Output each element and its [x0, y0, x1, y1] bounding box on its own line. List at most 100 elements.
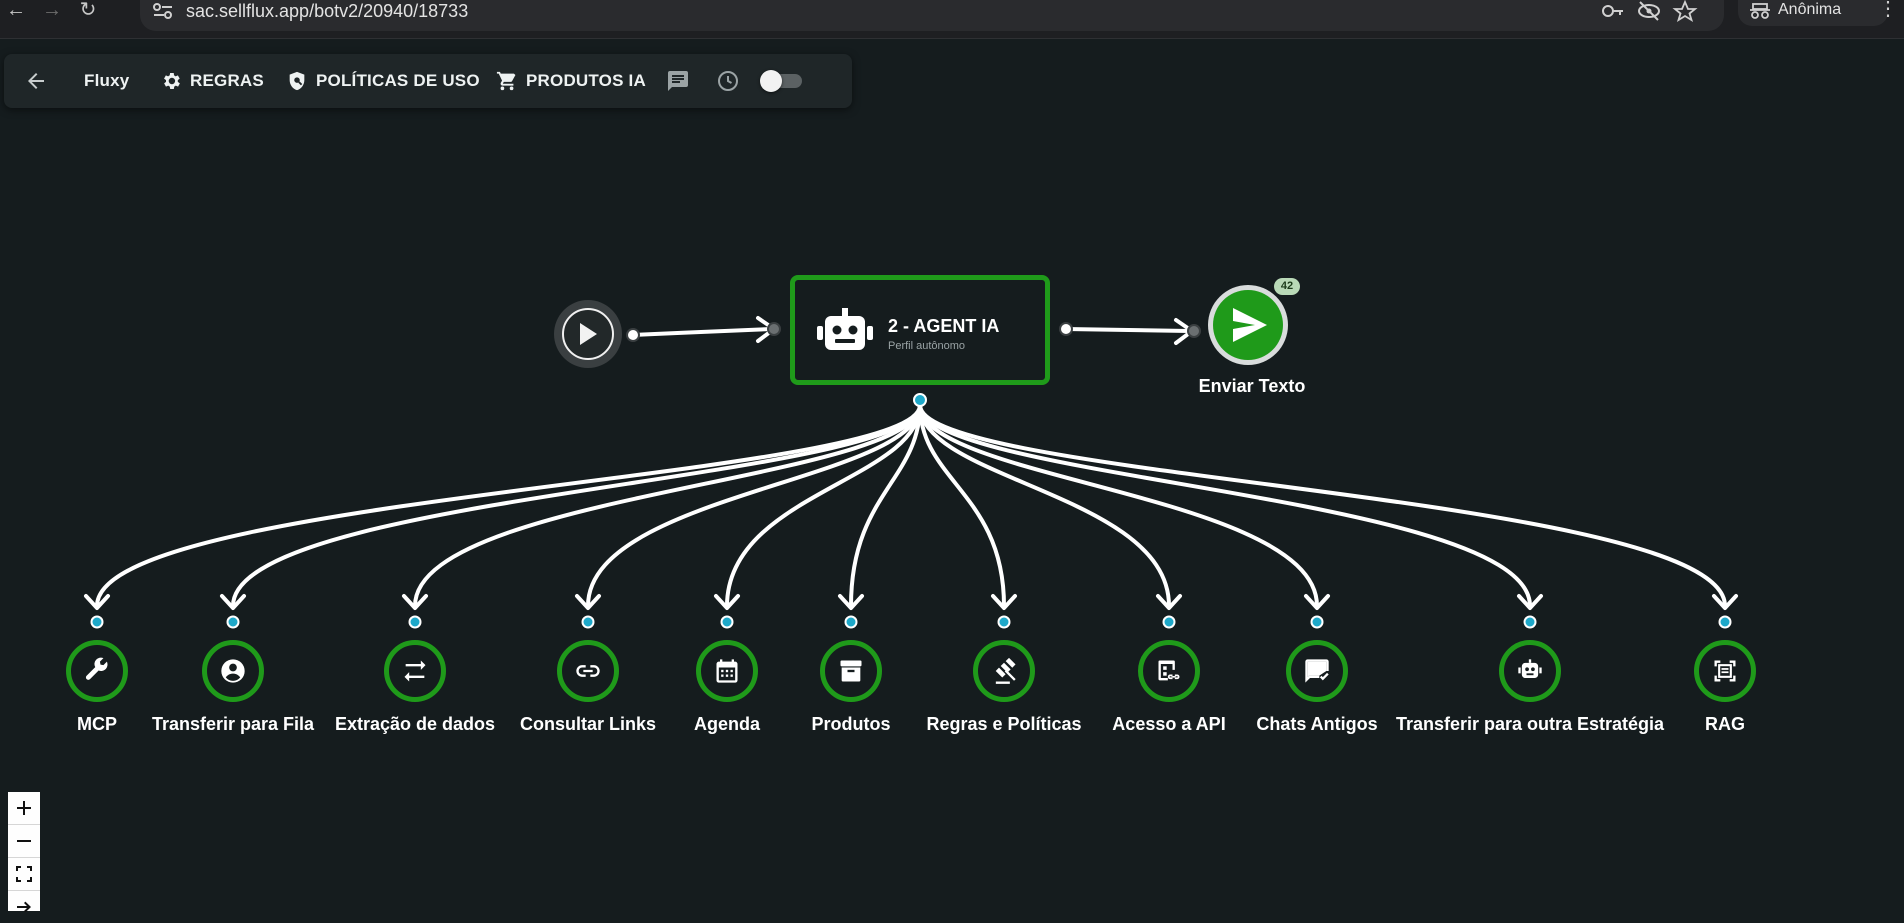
- eye-off-icon[interactable]: [1636, 0, 1662, 22]
- edge-start-agent: [632, 327, 773, 337]
- star-icon[interactable]: [1672, 0, 1698, 22]
- plus-icon: [17, 801, 31, 815]
- edge-agent-tool: [586, 404, 922, 607]
- robot-icon: [817, 308, 873, 350]
- address-bar[interactable]: sac.sellflux.app/botv2/20940/18733: [140, 0, 1724, 31]
- handle-tool-in: [1523, 615, 1537, 629]
- tool-node-6[interactable]: [820, 640, 882, 702]
- edge-arrowhead: [1712, 594, 1738, 610]
- gavel-icon: [995, 657, 1016, 684]
- tool-label: Chats Antigos: [1256, 714, 1378, 734]
- handle-tool-in: [1162, 615, 1176, 629]
- send-text-node[interactable]: [1208, 285, 1288, 365]
- handle-tool-in: [720, 615, 734, 629]
- edge-agent-send: [1065, 327, 1191, 333]
- forward-arrow-icon[interactable]: →: [42, 0, 62, 21]
- edge-arrowhead: [402, 594, 428, 610]
- wrench-icon: [85, 657, 108, 680]
- tool-label: Transferir para outra Estratégia: [1395, 714, 1665, 734]
- robot-icon: [1518, 659, 1542, 678]
- tool-label: Agenda: [693, 714, 761, 734]
- send-icon: [1233, 308, 1267, 342]
- api-icon: [1158, 660, 1180, 681]
- edge-agent-tool: [918, 404, 1319, 607]
- agent-node[interactable]: 2 - AGENT IA Perfil autônomo: [790, 275, 1050, 385]
- tool-label: Consultar Links: [519, 714, 657, 734]
- handle-tool-in: [997, 615, 1011, 629]
- edge-arrowhead: [84, 594, 110, 610]
- edge-arrowhead: [1517, 594, 1543, 610]
- produtos-ia-button[interactable]: PRODUTOS IA: [496, 54, 646, 108]
- edge-agent-tool: [95, 404, 922, 607]
- incognito-profile-button[interactable]: Anônima: [1738, 0, 1888, 26]
- politicas-label: POLÍTICAS DE USO: [316, 71, 480, 90]
- politicas-button[interactable]: POLÍTICAS DE USO: [286, 54, 480, 108]
- tool-node-2[interactable]: [202, 640, 264, 702]
- tool-label: Produtos: [811, 714, 891, 734]
- document-scan-icon: [1714, 660, 1736, 682]
- gear-icon: [164, 73, 180, 89]
- edge-arrowhead: [1304, 594, 1330, 610]
- zoom-out-button[interactable]: [8, 825, 40, 857]
- link-icon: [576, 665, 600, 677]
- handle-tool-in: [408, 615, 422, 629]
- edge-agent-tool: [918, 404, 1006, 607]
- history-button[interactable]: [716, 54, 748, 108]
- chat-button[interactable]: [666, 54, 698, 108]
- toggle-knob[interactable]: [760, 70, 782, 92]
- reload-icon[interactable]: ↻: [79, 0, 97, 21]
- tool-label: Acesso a API: [1112, 714, 1226, 734]
- regras-button[interactable]: REGRAS: [160, 54, 264, 108]
- edge-agent-tool: [918, 404, 1727, 607]
- edge-arrowhead: [838, 594, 864, 610]
- tool-node-11[interactable]: [1694, 640, 1756, 702]
- edge-arrowhead: [1156, 594, 1182, 610]
- brand-label: Fluxy: [84, 71, 130, 90]
- fit-view-button[interactable]: [8, 858, 40, 890]
- handle-tool-in: [581, 615, 595, 629]
- tool-node-8[interactable]: [1138, 640, 1200, 702]
- edge-agent-tool: [231, 404, 922, 607]
- edge-agent-tool: [918, 404, 1532, 607]
- zoom-separator: [8, 857, 40, 858]
- tool-label: Extração de dados: [334, 714, 496, 734]
- play-icon: [562, 308, 614, 360]
- zoom-separator: [8, 824, 40, 825]
- profile-label: Anônima: [1778, 1, 1842, 18]
- tool-node-7[interactable]: [973, 640, 1035, 702]
- chat-icon: [668, 71, 688, 91]
- start-node[interactable]: [554, 300, 622, 368]
- shield-icon: [289, 71, 305, 91]
- produtos-ia-label: PRODUTOS IA: [526, 71, 646, 90]
- tool-node-4[interactable]: [557, 640, 619, 702]
- handle-send-in: [1187, 324, 1201, 338]
- back-button[interactable]: [24, 54, 56, 108]
- handle-tool-in: [90, 615, 104, 629]
- calendar-icon: [716, 659, 738, 683]
- site-settings-icon[interactable]: [152, 2, 174, 20]
- tool-node-5[interactable]: [696, 640, 758, 702]
- send-count-badge: 42: [1274, 278, 1300, 295]
- tool-node-3[interactable]: [384, 640, 446, 702]
- tool-node-10[interactable]: [1499, 640, 1561, 702]
- flow-toolbar: Fluxy REGRAS POLÍTICAS DE USO PRODUTOS I…: [4, 54, 852, 108]
- handle-tool-in: [1310, 615, 1324, 629]
- handle-tool-in: [844, 615, 858, 629]
- lock-button[interactable]: [8, 891, 40, 923]
- key-icon[interactable]: [1600, 0, 1626, 22]
- zoom-in-button[interactable]: [8, 792, 40, 824]
- chrome-divider: [0, 38, 1904, 39]
- send-text-label: Enviar Texto: [1198, 376, 1306, 396]
- regras-label: REGRAS: [190, 71, 264, 90]
- back-arrow-icon[interactable]: ←: [6, 0, 26, 21]
- tool-node-1[interactable]: [66, 640, 128, 702]
- edge-agent-tool: [918, 404, 1171, 607]
- person-icon: [221, 659, 245, 683]
- edge-agent-tool: [725, 404, 922, 607]
- tool-node-9[interactable]: [1286, 640, 1348, 702]
- handle-agent-tools-out: [913, 393, 927, 407]
- tool-label: RAG: [1705, 714, 1745, 734]
- handle-agent-in: [767, 322, 781, 336]
- agent-title: 2 - AGENT IA: [888, 316, 1000, 336]
